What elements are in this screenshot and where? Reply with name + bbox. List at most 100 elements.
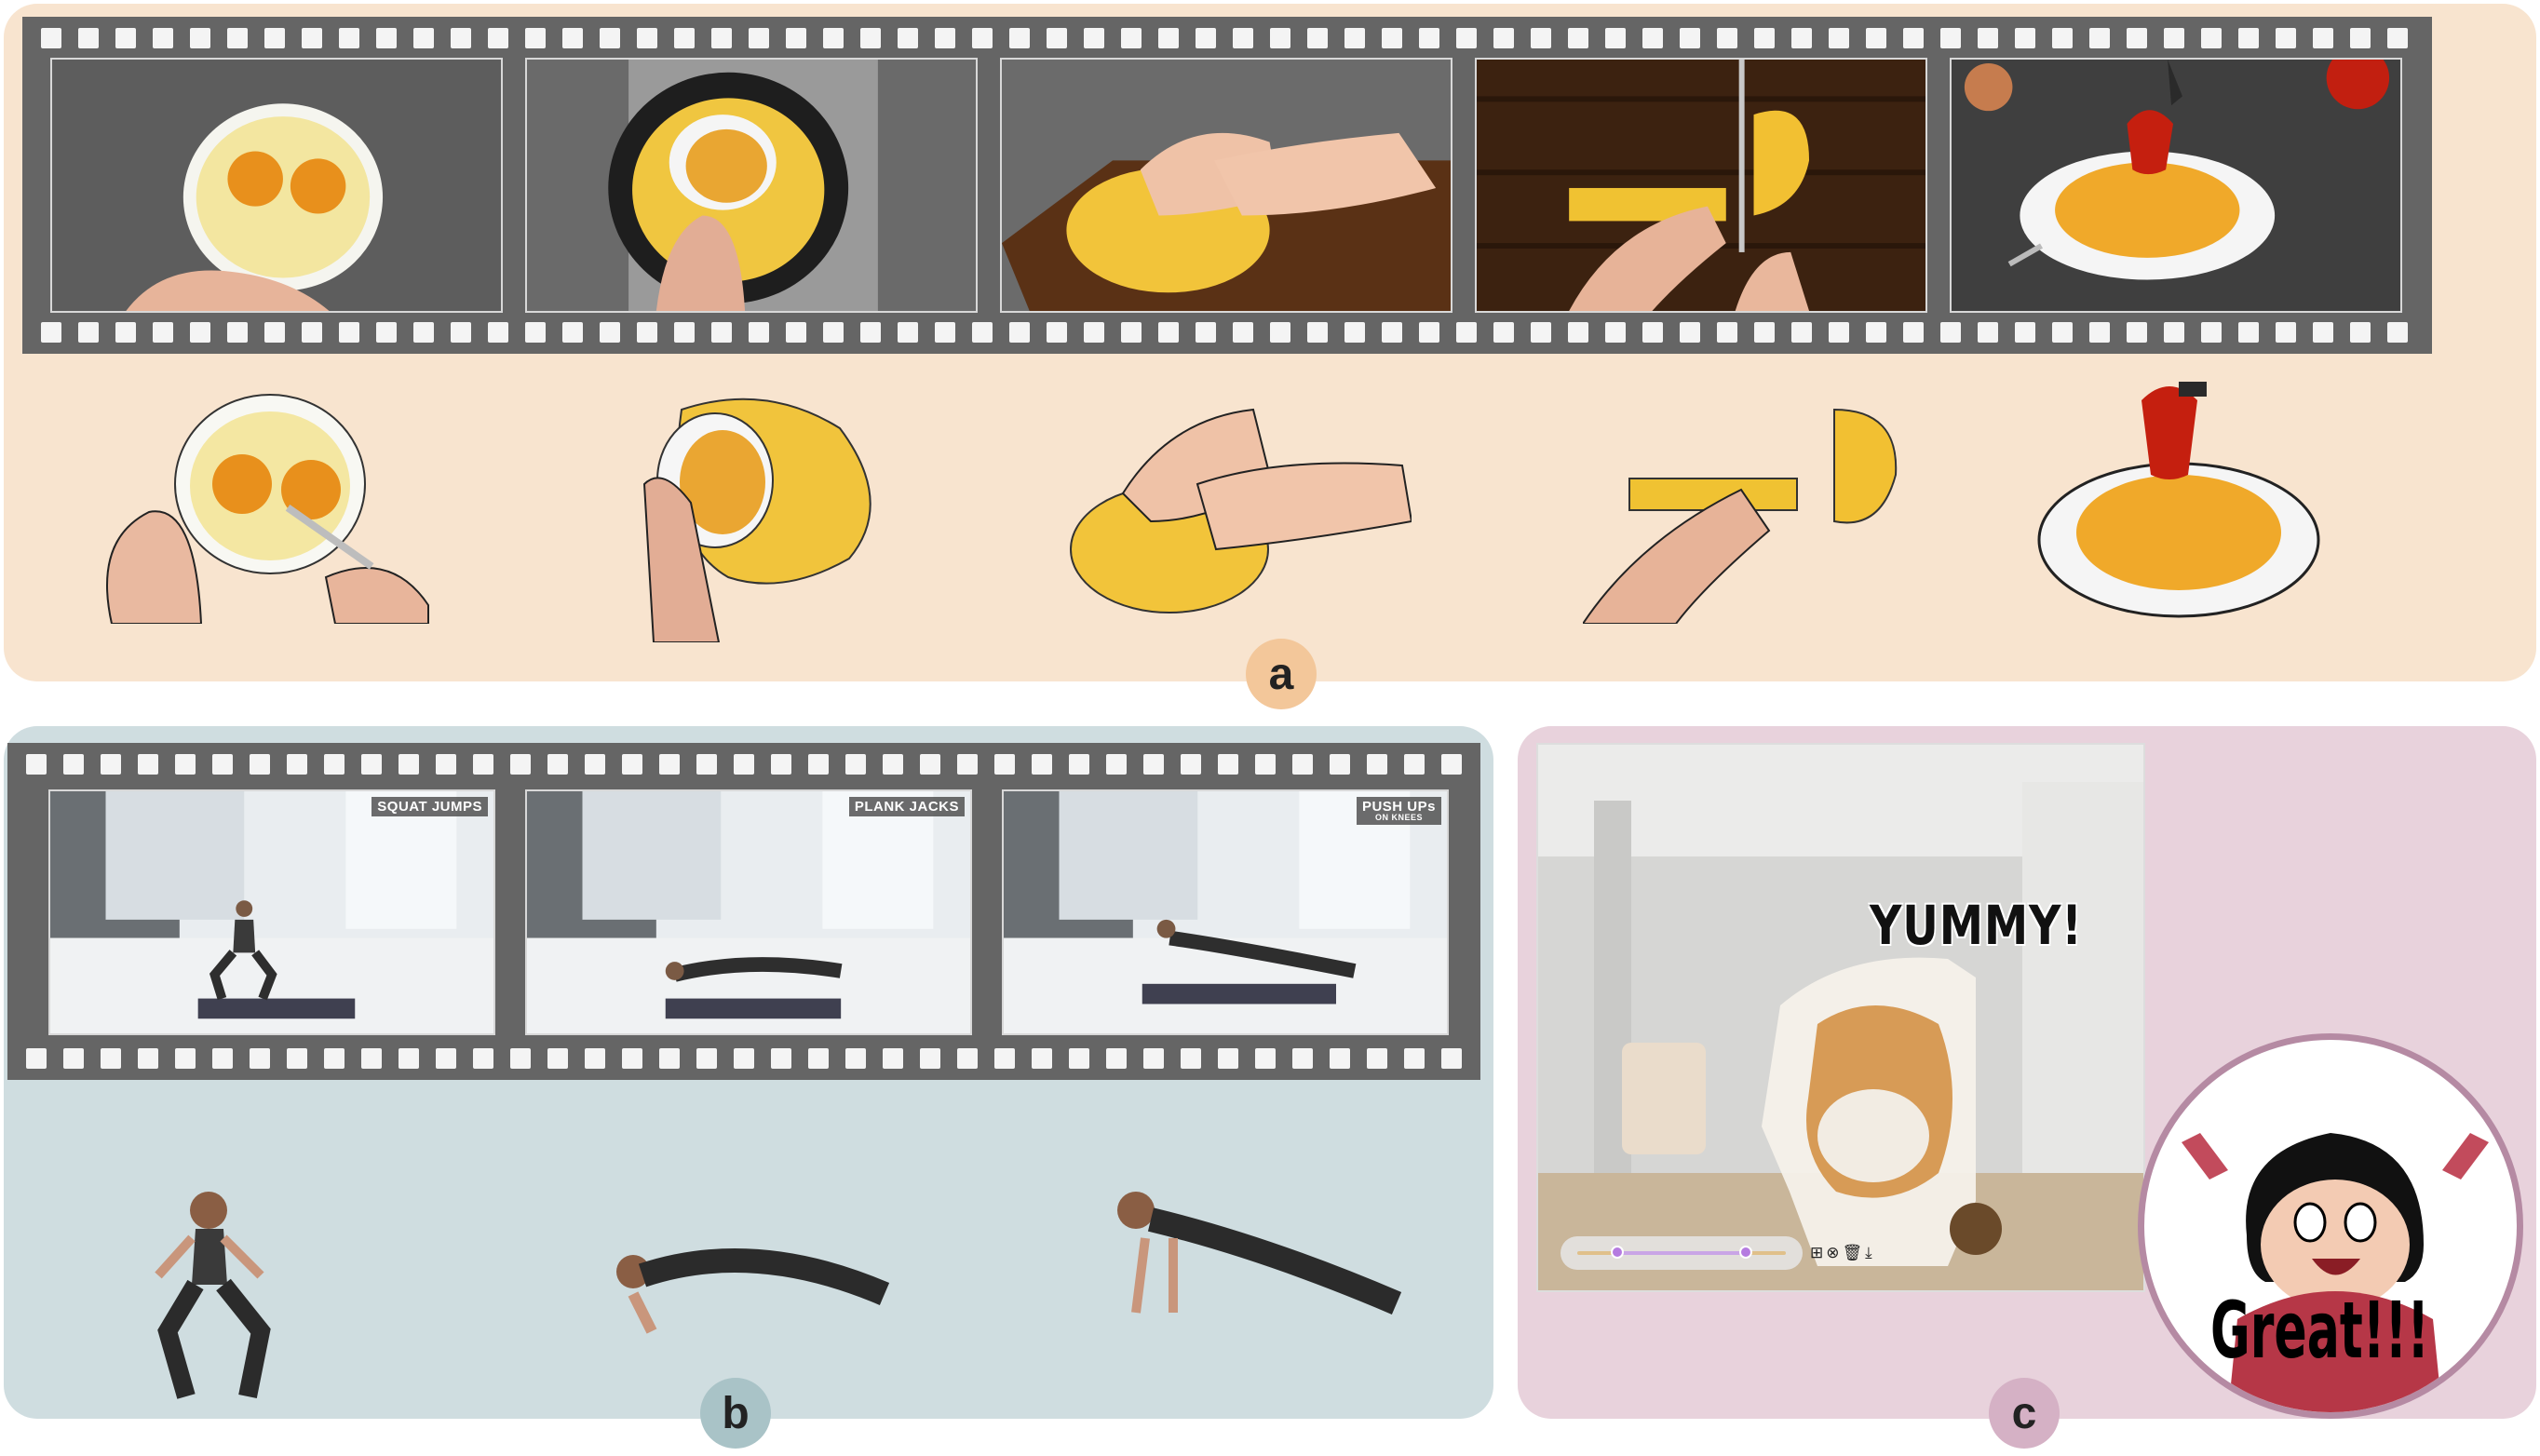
frame-squat-jumps[interactable]: SQUAT JUMPS <box>48 789 495 1035</box>
sprocket-hole <box>41 28 61 48</box>
sprocket-hole <box>1292 754 1313 775</box>
sprocket-hole <box>1233 28 1253 48</box>
sprocket-hole <box>1307 322 1328 343</box>
exercise-label: PLANK JACKS <box>848 797 965 816</box>
cutout-plated-pasta <box>2030 382 2337 624</box>
cat-video-frame[interactable] <box>1536 743 2145 1292</box>
sprocket-hole <box>600 28 620 48</box>
sprocket-hole <box>2127 322 2147 343</box>
frame-plank-jacks[interactable]: PLANK JACKS <box>525 789 972 1035</box>
sprocket-hole <box>1531 28 1551 48</box>
sprocket-hole <box>2052 322 2073 343</box>
sprocket-hole <box>175 1048 196 1069</box>
sprocket-hole <box>786 322 806 343</box>
sprocket-hole <box>637 322 657 343</box>
frame-pour-omelette[interactable] <box>525 58 978 313</box>
squat-jumps-image <box>50 791 493 1033</box>
sprocket-hole <box>1642 322 1663 343</box>
sprocket-hole <box>547 1048 568 1069</box>
sprocket-hole <box>1218 754 1238 775</box>
sprocket-hole <box>2164 322 2184 343</box>
sprocket-hole <box>1493 322 1514 343</box>
timeline-selected-range <box>1616 1251 1747 1255</box>
roll-omelette-image <box>1002 60 1451 311</box>
sprocket-hole <box>1680 322 1700 343</box>
sprocket-hole <box>1009 28 1030 48</box>
sprocket-hole <box>711 322 732 343</box>
sprocket-hole <box>898 28 918 48</box>
sprocket-hole <box>2015 28 2035 48</box>
trim-timeline[interactable] <box>1560 1236 1803 1270</box>
exercise-label: PUSH UPs ON KNEES <box>1356 797 1441 825</box>
sprocket-hole <box>823 322 844 343</box>
sprocket-hole <box>1367 1048 1387 1069</box>
sprocket-hole <box>250 1048 270 1069</box>
sprocket-hole <box>562 322 583 343</box>
sprocket-hole <box>1121 322 1142 343</box>
sprocket-hole <box>376 322 397 343</box>
sprocket-hole <box>2313 322 2333 343</box>
sprocket-hole <box>101 754 121 775</box>
sprocket-hole <box>1866 28 1886 48</box>
sprocket-hole <box>451 28 471 48</box>
frame-plated-pasta[interactable] <box>1950 58 2402 313</box>
sprocket-hole <box>1009 322 1030 343</box>
sprocket-hole <box>451 322 471 343</box>
sprocket-hole <box>1754 28 1775 48</box>
sprocket-hole <box>473 754 493 775</box>
sprocket-hole <box>1218 1048 1238 1069</box>
sprocket-holes-top <box>22 28 2432 48</box>
sprocket-hole <box>339 28 359 48</box>
sprocket-hole <box>1270 28 1290 48</box>
sprocket-hole <box>2313 28 2333 48</box>
panel-c-badge: c <box>1989 1378 2060 1449</box>
slice-noodles-image <box>1477 60 1925 311</box>
sprocket-hole <box>2015 322 2035 343</box>
sprocket-hole <box>1419 322 1439 343</box>
sprocket-hole <box>1456 28 1477 48</box>
clip-toolbar[interactable]: ⊞⊗🗑⤓ <box>1810 1244 1875 1261</box>
sprocket-hole <box>101 1048 121 1069</box>
sprocket-hole <box>696 754 717 775</box>
sticker-circle[interactable] <box>2138 1033 2523 1419</box>
filmstrip-b: SQUAT JUMPS PLANK JACKS PUSH UPs ON <box>7 743 1480 1080</box>
sprocket-hole <box>190 322 210 343</box>
timeline-end-handle[interactable] <box>1739 1246 1752 1259</box>
sprocket-hole <box>920 754 940 775</box>
sprocket-hole <box>1404 1048 1425 1069</box>
filmstrip-a <box>22 17 2432 354</box>
sprocket-hole <box>1255 1048 1276 1069</box>
sprocket-hole <box>883 1048 903 1069</box>
sprocket-hole <box>138 754 158 775</box>
sprocket-hole <box>488 322 508 343</box>
frame-slice-noodles[interactable] <box>1475 58 1927 313</box>
sprocket-hole <box>1084 322 1104 343</box>
sprocket-hole <box>1047 322 1067 343</box>
sprocket-hole <box>1330 754 1350 775</box>
sprocket-hole <box>510 754 531 775</box>
sprocket-hole <box>771 754 791 775</box>
sprocket-hole <box>972 322 993 343</box>
frame-push-ups[interactable]: PUSH UPs ON KNEES <box>1002 789 1449 1035</box>
frame-crack-eggs[interactable] <box>50 58 503 313</box>
sprocket-hole <box>41 322 61 343</box>
sprocket-hole <box>1047 28 1067 48</box>
cutout-pour-omelette <box>626 391 886 643</box>
sprocket-hole <box>339 322 359 343</box>
sprocket-hole <box>1940 322 1961 343</box>
sprocket-hole <box>115 322 136 343</box>
sprocket-hole <box>696 1048 717 1069</box>
sprocket-hole <box>622 1048 642 1069</box>
sprocket-hole <box>2201 322 2222 343</box>
sprocket-hole <box>845 754 866 775</box>
timeline-start-handle[interactable] <box>1611 1246 1624 1259</box>
sprocket-hole <box>361 1048 382 1069</box>
cutout-crack-eggs <box>93 391 475 625</box>
sprocket-hole <box>361 754 382 775</box>
sprocket-hole <box>212 754 233 775</box>
sprocket-hole <box>898 322 918 343</box>
plated-pasta-image <box>1952 60 2400 311</box>
yummy-caption[interactable]: YUMMY! <box>1870 894 2083 957</box>
frame-roll-omelette[interactable] <box>1000 58 1452 313</box>
sprocket-hole <box>1196 28 1216 48</box>
